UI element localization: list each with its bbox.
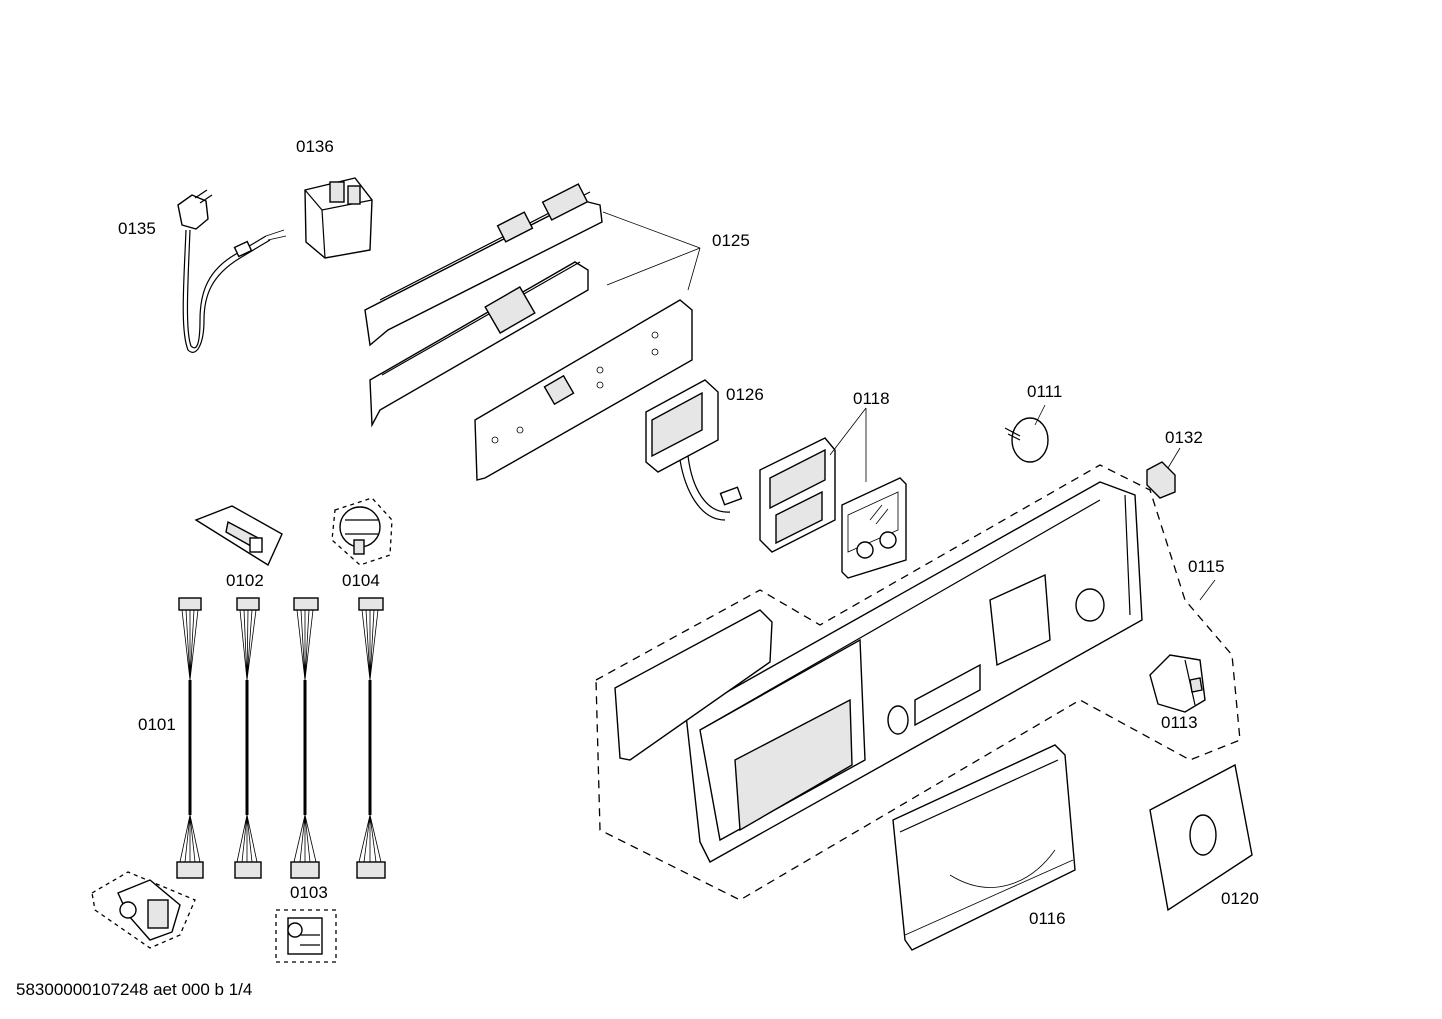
part-0125-control-module[interactable]: [364, 183, 701, 481]
part-0120-label-sticker[interactable]: [1149, 763, 1253, 912]
part-0113-rotary-knob[interactable]: [1149, 654, 1206, 713]
label-0115: 0115: [1188, 557, 1225, 576]
part-0132-clip[interactable]: [1146, 447, 1181, 499]
part-switch-assembly[interactable]: [91, 871, 196, 949]
part-0111-knob-shaft[interactable]: [1004, 404, 1049, 463]
part-0118-display-frame[interactable]: [759, 407, 907, 579]
label-0102: 0102: [226, 571, 264, 590]
label-0125: 0125: [712, 231, 750, 250]
label-0116: 0116: [1029, 909, 1066, 928]
label-0120: 0120: [1221, 889, 1259, 908]
part-0102-sensor[interactable]: [194, 505, 283, 567]
label-0126: 0126: [726, 385, 764, 404]
label-0104: 0104: [342, 571, 380, 590]
label-0111: 0111: [1027, 382, 1062, 401]
part-0103-component[interactable]: [275, 909, 337, 963]
label-0103: 0103: [290, 883, 328, 902]
document-reference: 58300000107248 aet 000 b 1/4: [16, 980, 253, 999]
label-0113: 0113: [1161, 713, 1198, 732]
part-0135-power-cord[interactable]: [177, 189, 287, 353]
label-0118: 0118: [853, 389, 890, 408]
part-0116-drawer-handle[interactable]: [892, 744, 1076, 951]
label-0136: 0136: [296, 137, 334, 156]
label-0101: 0101: [138, 715, 176, 734]
part-0136-filter[interactable]: [304, 177, 373, 259]
part-0101-wiring-harnesses[interactable]: [176, 597, 386, 879]
part-0115-fascia-panel[interactable]: [595, 464, 1241, 901]
part-0126-display-module[interactable]: [645, 379, 743, 521]
label-0132: 0132: [1165, 428, 1203, 447]
part-0104-pressure-switch[interactable]: [331, 497, 393, 566]
label-0135: 0135: [118, 219, 156, 238]
